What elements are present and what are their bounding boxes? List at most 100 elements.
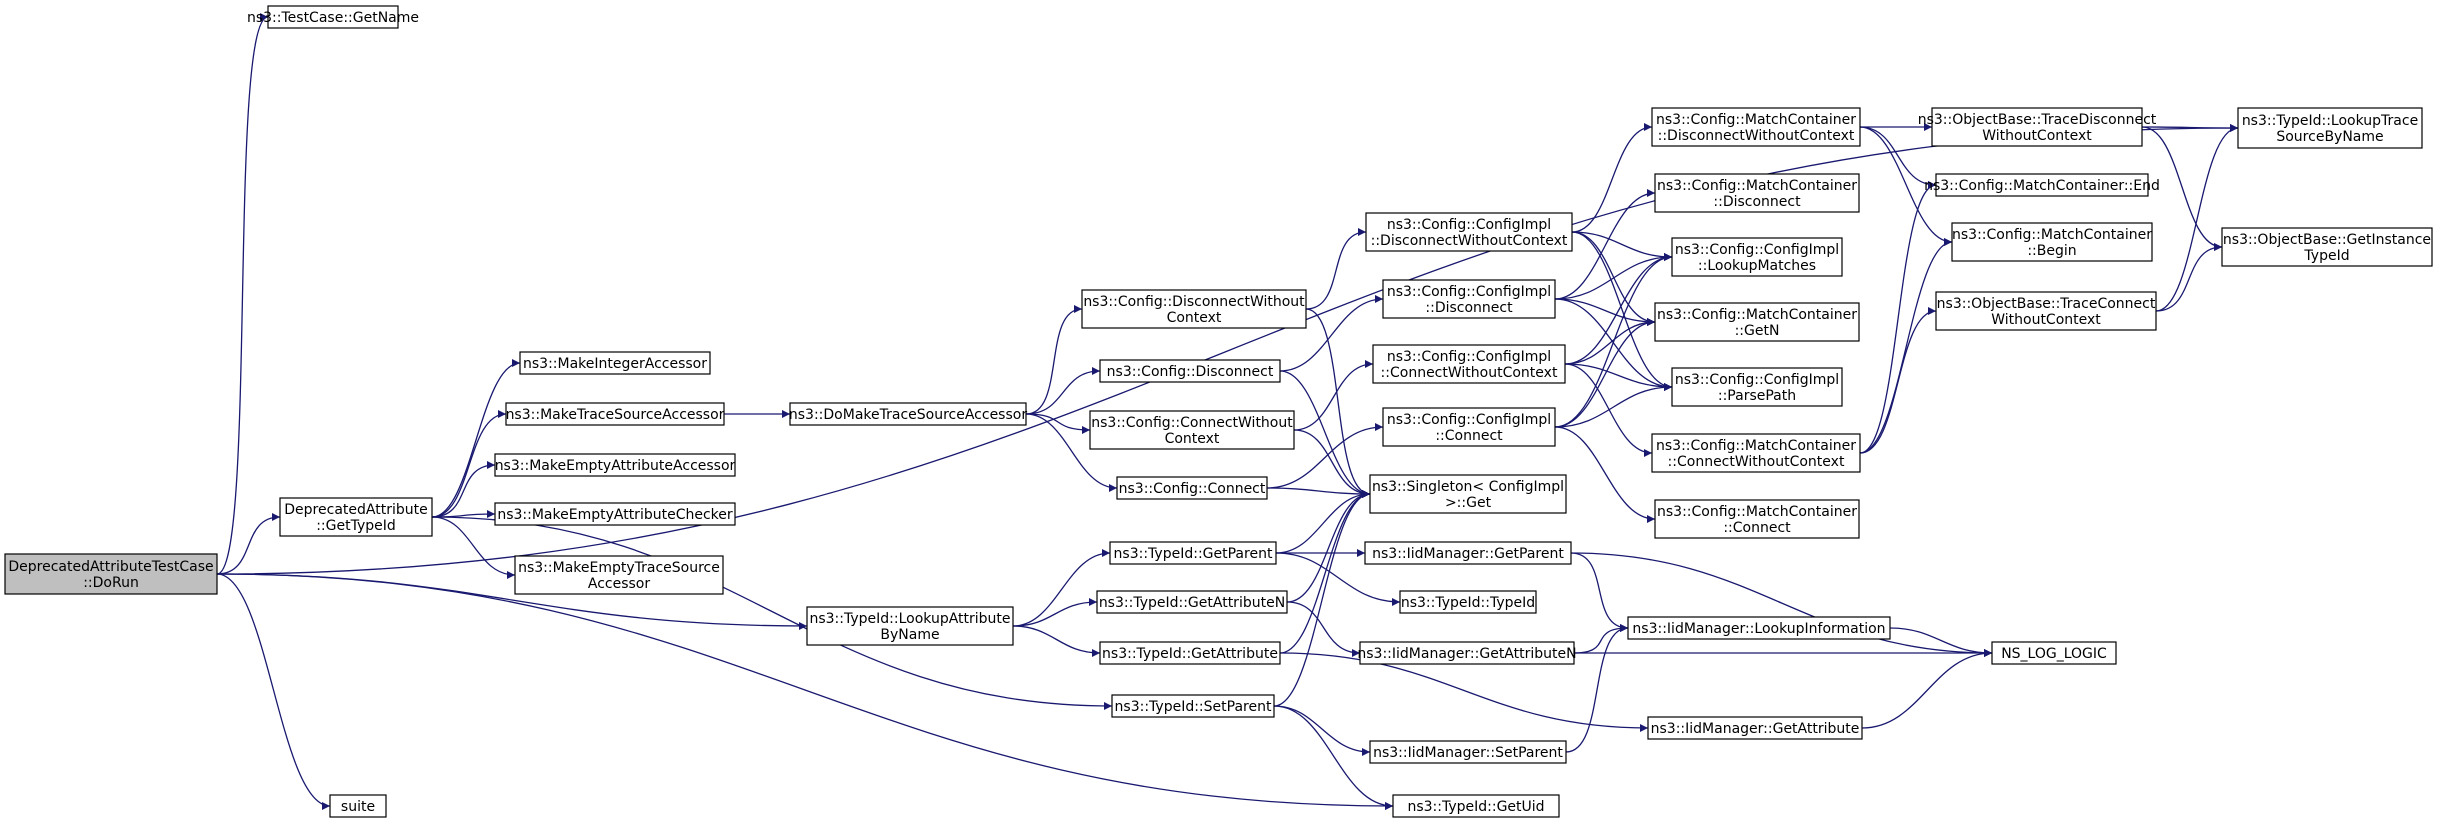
node-mktrace[interactable]: ns3::MakeTraceSourceAccessor (505, 402, 725, 426)
edge-implConnNoCtx-to-parsepath (1564, 363, 1673, 391)
node-mcEnd[interactable]: ns3::Config::MatchContainer::End (1924, 173, 2160, 197)
node-label-line: ::Connect (1723, 520, 1791, 536)
node-iidlookupinfo[interactable]: ns3::IidManager::LookupInformation (1627, 616, 1891, 640)
edge-mcConnNoCtx-to-mcEnd (1859, 181, 1937, 454)
node-label-line: ns3::Config::ConfigImpl (1387, 217, 1551, 233)
node-domake[interactable]: ns3::DoMakeTraceSourceAccessor (789, 402, 1027, 426)
edge-iidsetparent-to-iidlookupinfo (1565, 624, 1629, 753)
node-label-line: ns3::Config::ConfigImpl (1387, 284, 1551, 300)
node-box (1951, 222, 2153, 262)
node-dagettypeid[interactable]: DeprecatedAttribute::GetTypeId (279, 497, 433, 537)
node-nslog[interactable]: NS_LOG_LOGIC (1991, 641, 2117, 665)
node-tsetparent[interactable]: ns3::TypeId::SetParent (1111, 694, 1275, 718)
node-label-line: ns3::ObjectBase::TraceConnect (1937, 296, 2156, 312)
node-mcDisc[interactable]: ns3::Config::MatchContainer::Disconnect (1654, 173, 1860, 213)
node-label-line: ::ConnectWithoutContext (1668, 454, 1845, 470)
node-tgetattrn[interactable]: ns3::TypeId::GetAttributeN (1096, 590, 1288, 614)
edge-root-to-getname (216, 13, 269, 575)
node-box (1931, 107, 2143, 147)
node-label-line: ns3::TypeId::GetParent (1114, 546, 1273, 562)
node-mcgetn[interactable]: ns3::Config::MatchContainer::GetN (1654, 302, 1860, 342)
node-label-line: SourceByName (2276, 129, 2383, 145)
node-implDisc[interactable]: ns3::Config::ConfigImpl::Disconnect (1382, 279, 1556, 319)
node-label-line: WithoutContext (1991, 312, 2101, 328)
node-box (1647, 716, 1863, 740)
node-mkint[interactable]: ns3::MakeIntegerAccessor (519, 351, 711, 375)
node-getname[interactable]: ns3::TestCase::GetName (247, 5, 419, 29)
node-box (1627, 616, 1891, 640)
node-label-line: Context (1165, 431, 1220, 447)
node-tgetattr[interactable]: ns3::TypeId::GetAttribute (1099, 641, 1281, 665)
edge-domake-to-cfgdiscnoctx (1025, 305, 1083, 415)
node-obTraceConn[interactable]: ns3::ObjectBase::TraceConnectWithoutCont… (1935, 291, 2157, 331)
nodes: DeprecatedAttributeTestCase::DoRunns3::T… (4, 5, 2433, 818)
node-iidgetparent[interactable]: ns3::IidManager::GetParent (1364, 541, 1572, 565)
edge-cfgconnnoctx-to-implConnNoCtx (1293, 360, 1374, 431)
node-implConnNoCtx[interactable]: ns3::Config::ConfigImpl::ConnectWithoutC… (1372, 344, 1566, 384)
edge-implDiscNoCtx-to-mcDiscNoCtx (1571, 123, 1653, 233)
node-box (1116, 476, 1268, 500)
node-iidgetattrn[interactable]: ns3::IidManager::GetAttributeN (1357, 641, 1577, 665)
node-typeid[interactable]: ns3::TypeId::TypeId (1399, 590, 1537, 614)
node-implDiscNoCtx[interactable]: ns3::Config::ConfigImpl::DisconnectWitho… (1365, 212, 1573, 252)
node-box (1111, 694, 1275, 718)
node-mkemptychk[interactable]: ns3::MakeEmptyAttributeChecker (494, 502, 736, 526)
node-parsepath[interactable]: ns3::Config::ConfigImpl::ParsePath (1671, 367, 1843, 407)
edge-tgetattr-to-singleton (1279, 490, 1371, 654)
node-tgetparent[interactable]: ns3::TypeId::GetParent (1109, 541, 1277, 565)
node-label-line: ns3::Config::MatchContainer (1952, 227, 2152, 243)
node-label-line: ns3::ObjectBase::TraceDisconnect (1918, 112, 2157, 128)
node-label-line: ::GetTypeId (316, 518, 396, 534)
node-box (1399, 590, 1537, 614)
edge-lookupattr-to-tgetattr (1012, 625, 1101, 657)
node-mcDiscNoCtx[interactable]: ns3::Config::MatchContainer::DisconnectW… (1651, 107, 1861, 147)
node-getuid[interactable]: ns3::TypeId::GetUid (1392, 794, 1560, 818)
edge-tsetparent-to-iidsetparent (1273, 705, 1371, 756)
node-root[interactable]: DeprecatedAttributeTestCase::DoRun (4, 553, 218, 595)
node-label-line: ns3::ObjectBase::GetInstance (2223, 232, 2431, 248)
node-mcConn[interactable]: ns3::Config::MatchContainer::Connect (1654, 499, 1860, 539)
node-label-line: ::GetN (1735, 323, 1780, 339)
node-box (1654, 173, 1860, 213)
edge-obTraceDisc-to-lookuptrace (2141, 123, 2239, 132)
node-label-line: ns3::MakeTraceSourceAccessor (506, 407, 725, 423)
node-mkemptyacc[interactable]: ns3::MakeEmptyAttributeAccessor (494, 453, 736, 477)
node-suite[interactable]: suite (329, 794, 387, 818)
node-mcConnNoCtx[interactable]: ns3::Config::MatchContainer::ConnectWith… (1651, 433, 1861, 473)
node-label-line: NS_LOG_LOGIC (2001, 646, 2107, 662)
edge-cfgdisc-to-implDisc (1279, 295, 1384, 372)
node-singleton[interactable]: ns3::Singleton< ConfigImpl >::Get (1369, 474, 1567, 514)
node-box (806, 606, 1014, 646)
node-iidsetparent[interactable]: ns3::IidManager::SetParent (1369, 740, 1567, 764)
node-label-line: ns3::Config::ConfigImpl (1387, 349, 1551, 365)
edge-iidlookupinfo-to-nslog (1889, 627, 1993, 657)
node-implConn[interactable]: ns3::Config::ConfigImpl::Connect (1382, 407, 1556, 447)
node-lookupmatches[interactable]: ns3::Config::ConfigImpl::LookupMatches (1671, 237, 1843, 277)
node-iidgetattr[interactable]: ns3::IidManager::GetAttribute (1647, 716, 1863, 740)
node-box (1651, 433, 1861, 473)
edge-cfgdiscnoctx-to-singleton (1305, 308, 1371, 498)
node-label-line: ns3::Config::MatchContainer::End (1924, 178, 2160, 194)
node-mcBegin[interactable]: ns3::Config::MatchContainer::Begin (1951, 222, 2153, 262)
node-cfgconnnoctx[interactable]: ns3::Config::ConnectWithoutContext (1089, 410, 1295, 450)
node-cfgdisc[interactable]: ns3::Config::Disconnect (1099, 359, 1281, 383)
edge-cfgconn-to-implConn (1266, 423, 1384, 489)
node-cfgconn[interactable]: ns3::Config::Connect (1116, 476, 1268, 500)
node-label-line: TypeId (2303, 248, 2349, 264)
node-box (4, 553, 218, 595)
edge-implDiscNoCtx-to-parsepath (1571, 231, 1673, 391)
node-label-line: ns3::Config::Disconnect (1107, 364, 1274, 380)
node-label-line: Accessor (588, 576, 650, 592)
edge-root-to-getuid (216, 573, 1394, 810)
edge-iidgetattrn-to-iidlookupinfo (1573, 624, 1629, 654)
node-label-line: ::DoRun (83, 575, 139, 591)
node-cfgdiscnoctx[interactable]: ns3::Config::DisconnectWithoutContext (1081, 289, 1307, 329)
node-label-line: ns3::IidManager::SetParent (1373, 745, 1563, 761)
edge-implConn-to-parsepath (1554, 383, 1673, 428)
node-obTraceDisc[interactable]: ns3::ObjectBase::TraceDisconnectWithoutC… (1918, 107, 2157, 147)
